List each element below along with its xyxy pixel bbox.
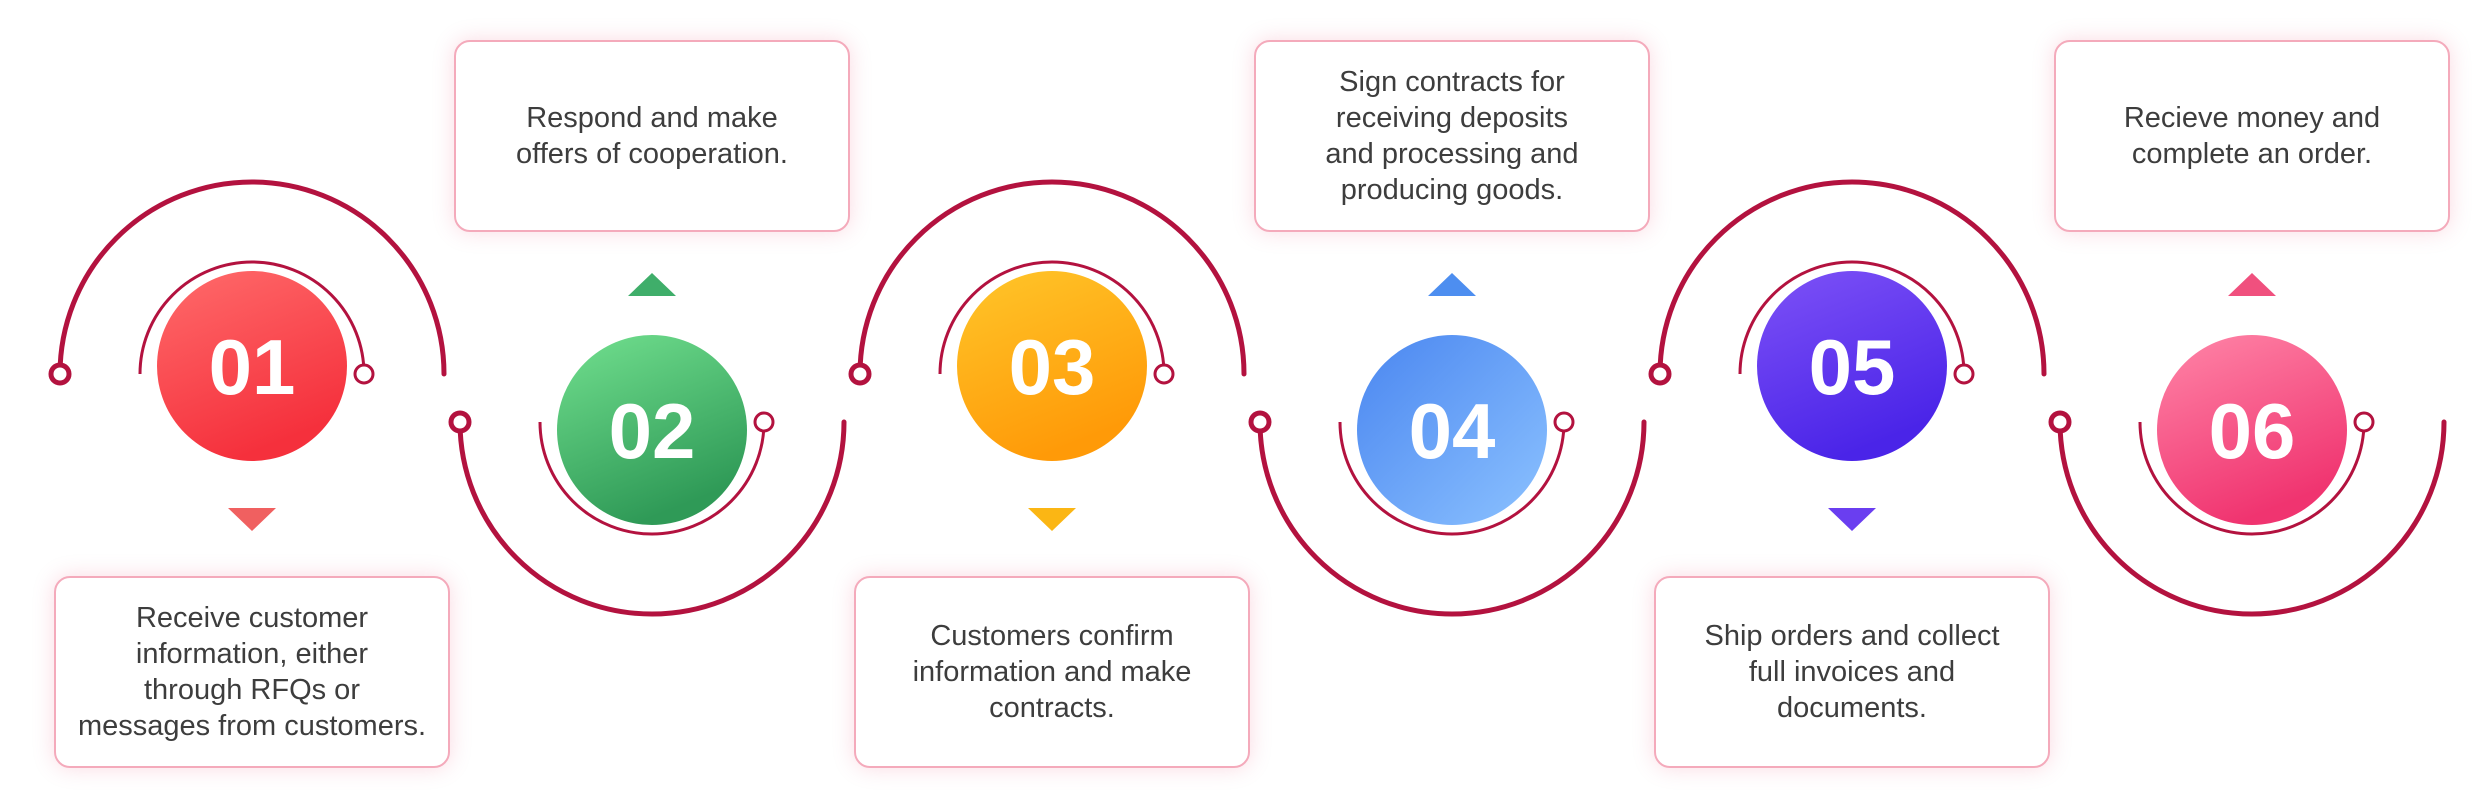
ring-end-dot-05 xyxy=(1953,363,1975,385)
arc-end-dot-04 xyxy=(1248,410,1272,434)
step-markers xyxy=(228,273,2276,531)
step-number-06: 06 xyxy=(2209,387,2296,475)
step-circle-03 xyxy=(957,271,1147,461)
step-circle-02 xyxy=(557,335,747,525)
connector-arcs xyxy=(48,179,2447,617)
step-box-01: Receive customer information, either thr… xyxy=(54,576,450,768)
step-marker-06 xyxy=(2228,273,2276,296)
step-box-05: Ship orders and collect full invoices an… xyxy=(1654,576,2050,768)
ring-end-dot-01 xyxy=(353,363,375,385)
step-box-06: Recieve money and complete an order. xyxy=(2054,40,2450,232)
step-text-06: Recieve money and complete an order. xyxy=(2123,102,2381,170)
arc-end-dot-02 xyxy=(448,410,472,434)
step-text-05: Ship orders and collect full invoices an… xyxy=(1704,620,2000,724)
big-arc-01 xyxy=(57,179,447,377)
step-marker-04 xyxy=(1428,273,1476,296)
arc-end-dot-05 xyxy=(1648,362,1672,386)
inner-arc-03 xyxy=(938,260,1166,375)
step-number-04: 04 xyxy=(1409,387,1496,475)
arc-end-dot-06 xyxy=(2048,410,2072,434)
big-arc-04 xyxy=(1257,419,1647,617)
big-arc-03 xyxy=(857,179,1247,377)
step-box-04: Sign contracts for receiving deposits an… xyxy=(1254,40,1650,232)
inner-arc-01 xyxy=(138,260,366,375)
step-marker-03 xyxy=(1028,508,1076,531)
arc-end-dot-01 xyxy=(48,362,72,386)
step-number-05: 05 xyxy=(1809,323,1896,411)
inner-arc-05 xyxy=(1738,260,1966,375)
inner-arc-02 xyxy=(538,421,766,536)
step-text-04: Sign contracts for receiving deposits an… xyxy=(1325,66,1579,206)
step-text-03: Customers confirm information and make c… xyxy=(912,620,1192,724)
step-text-01: Receive customer information, either thr… xyxy=(77,602,427,742)
big-arc-06 xyxy=(2057,419,2447,617)
ring-end-dot-06 xyxy=(2353,411,2375,433)
ring-end-dot-02 xyxy=(753,411,775,433)
step-number-03: 03 xyxy=(1009,323,1096,411)
big-arc-05 xyxy=(1657,179,2047,377)
step-box-03: Customers confirm information and make c… xyxy=(854,576,1250,768)
step-circle-01 xyxy=(157,271,347,461)
arc-end-dot-03 xyxy=(848,362,872,386)
step-circle-06 xyxy=(2157,335,2347,525)
step-text-02: Respond and make offers of cooperation. xyxy=(516,102,788,170)
inner-arc-06 xyxy=(2138,421,2366,536)
step-circle-05 xyxy=(1757,271,1947,461)
step-box-02: Respond and make offers of cooperation. xyxy=(454,40,850,232)
step-marker-05 xyxy=(1828,508,1876,531)
big-arc-02 xyxy=(457,419,847,617)
step-circles: 01 02 03 04 05 06 xyxy=(157,271,2347,525)
inner-arc-04 xyxy=(1338,421,1566,536)
step-circle-04 xyxy=(1357,335,1547,525)
step-number-02: 02 xyxy=(609,387,696,475)
ring-end-dot-03 xyxy=(1153,363,1175,385)
ring-end-dot-04 xyxy=(1553,411,1575,433)
step-marker-01 xyxy=(228,508,276,531)
step-marker-02 xyxy=(628,273,676,296)
step-number-01: 01 xyxy=(209,323,296,411)
